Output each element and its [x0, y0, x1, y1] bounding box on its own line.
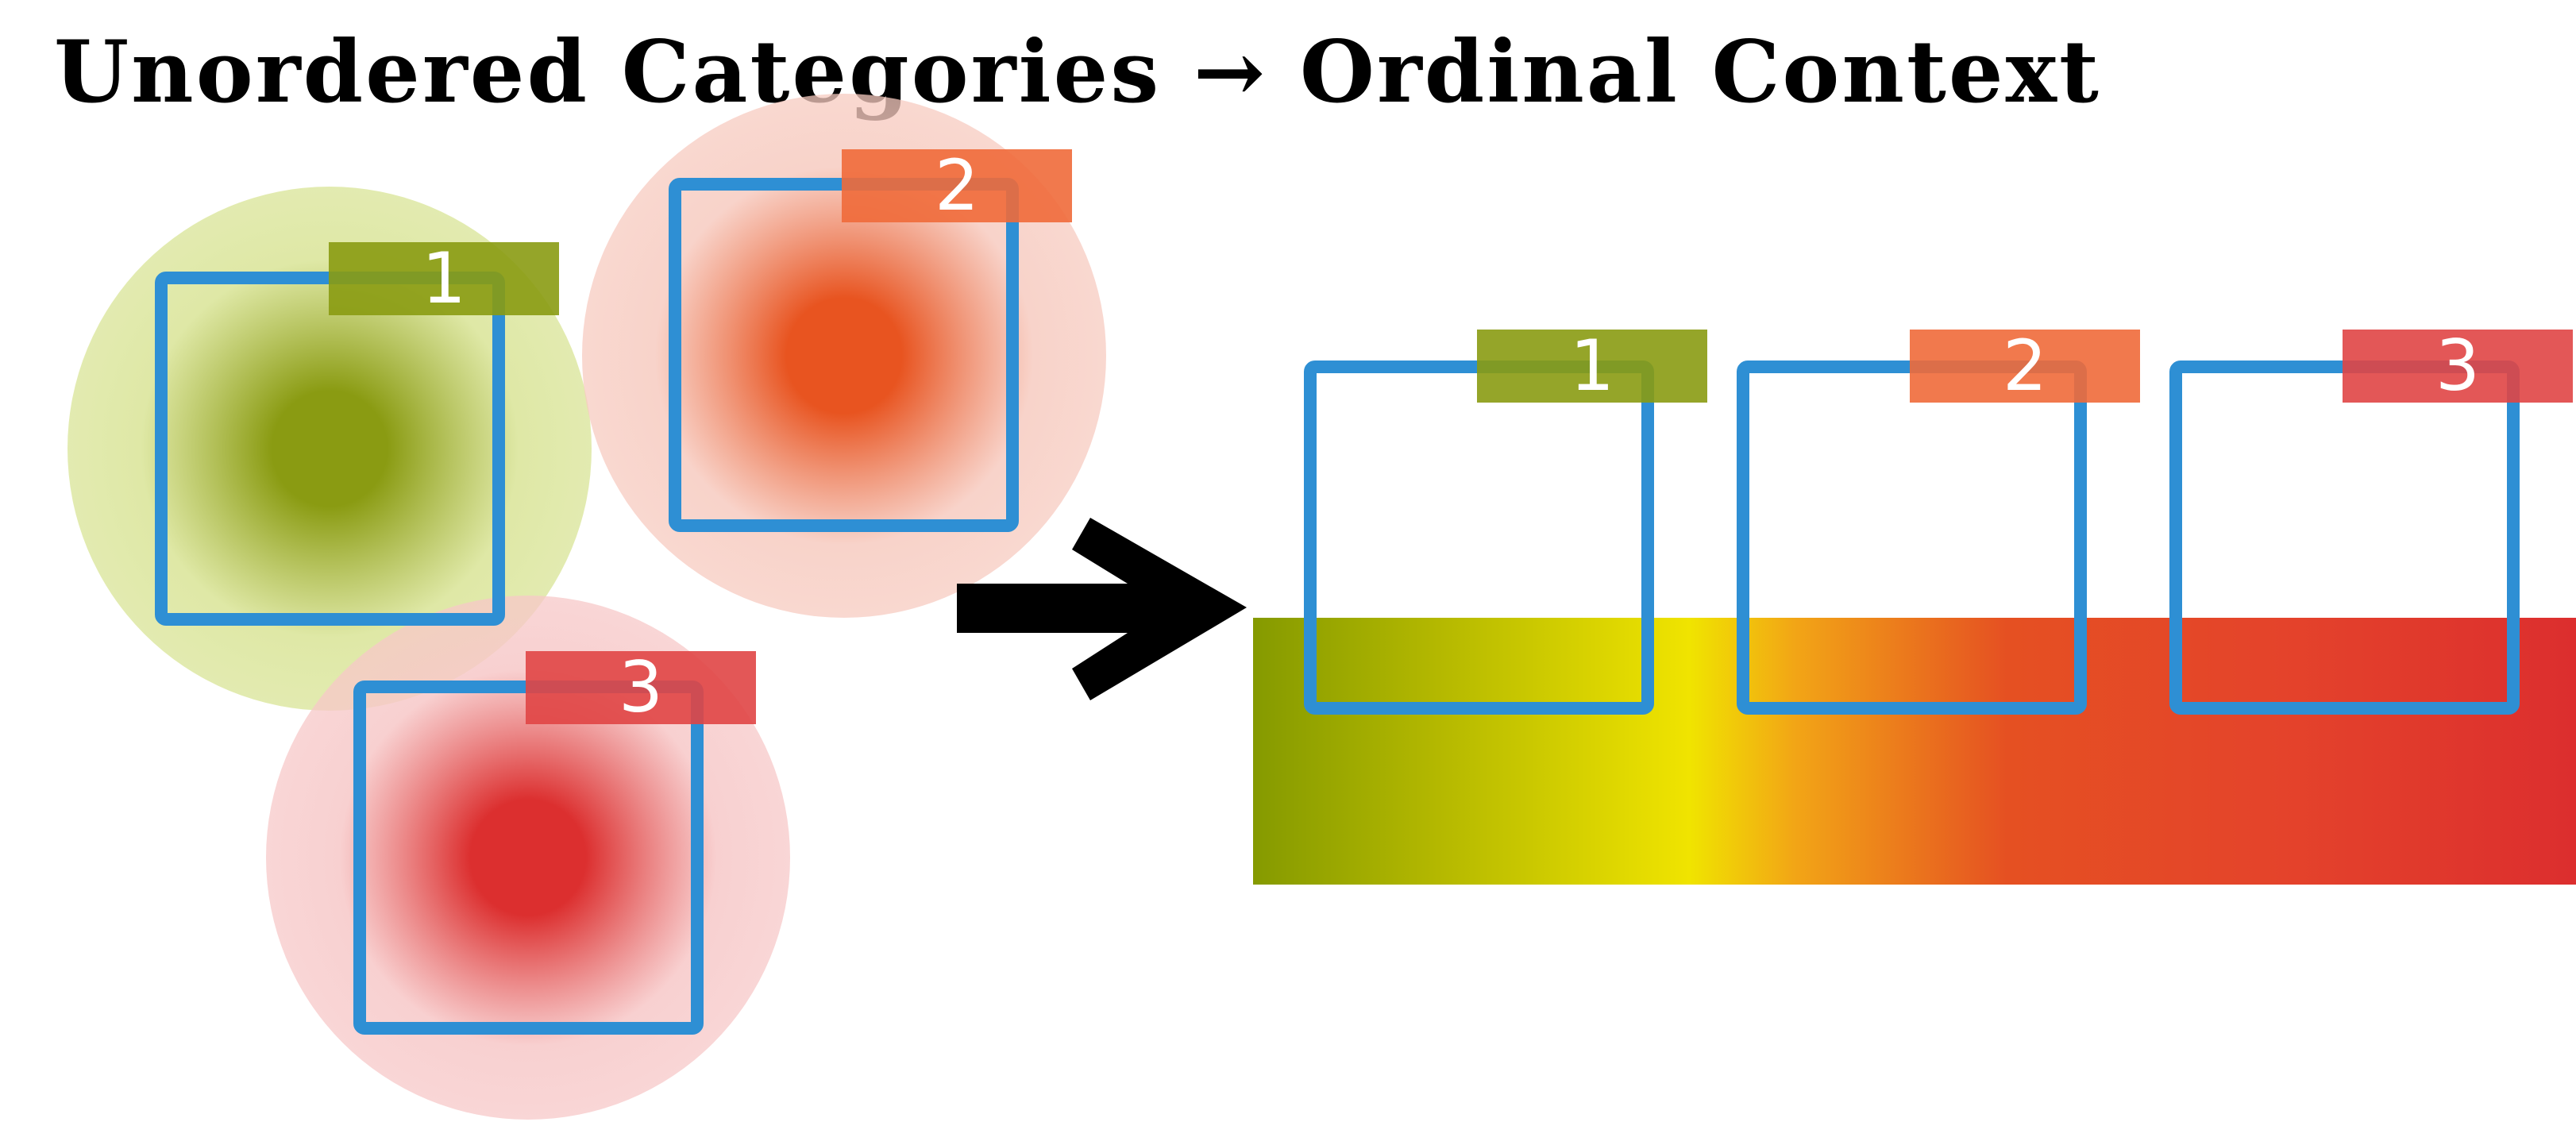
category-1-halo	[67, 187, 592, 711]
ordinal-category-1-badge	[1477, 330, 1707, 403]
category-1-badge-label: 1	[422, 237, 466, 319]
diagram-title: Unordered Categories → Ordinal Context	[54, 22, 2101, 122]
ordinal-category-3-badge	[2343, 330, 2573, 403]
unordered-categories-group: 1 2 3	[67, 94, 1106, 1120]
ordinal-category-2-badge	[1910, 330, 2140, 403]
category-3-halo	[266, 596, 790, 1120]
transform-arrow-icon	[957, 518, 1247, 700]
ordinal-category-1-badge-label: 1	[1570, 325, 1614, 407]
category-1-badge	[329, 242, 559, 315]
category-3-badge	[526, 651, 756, 724]
ordinal-category-2-badge-label: 2	[2003, 325, 2047, 407]
category-3-badge-label: 3	[619, 646, 663, 728]
ordinal-category-3-badge-label: 3	[2435, 325, 2480, 407]
category-2-badge	[842, 149, 1072, 222]
ordinal-context-group: 1 2 3	[1253, 325, 2576, 885]
category-2-halo	[582, 94, 1106, 618]
category-2-badge-label: 2	[935, 145, 979, 226]
ordinal-gradient-bar	[1253, 618, 2576, 885]
